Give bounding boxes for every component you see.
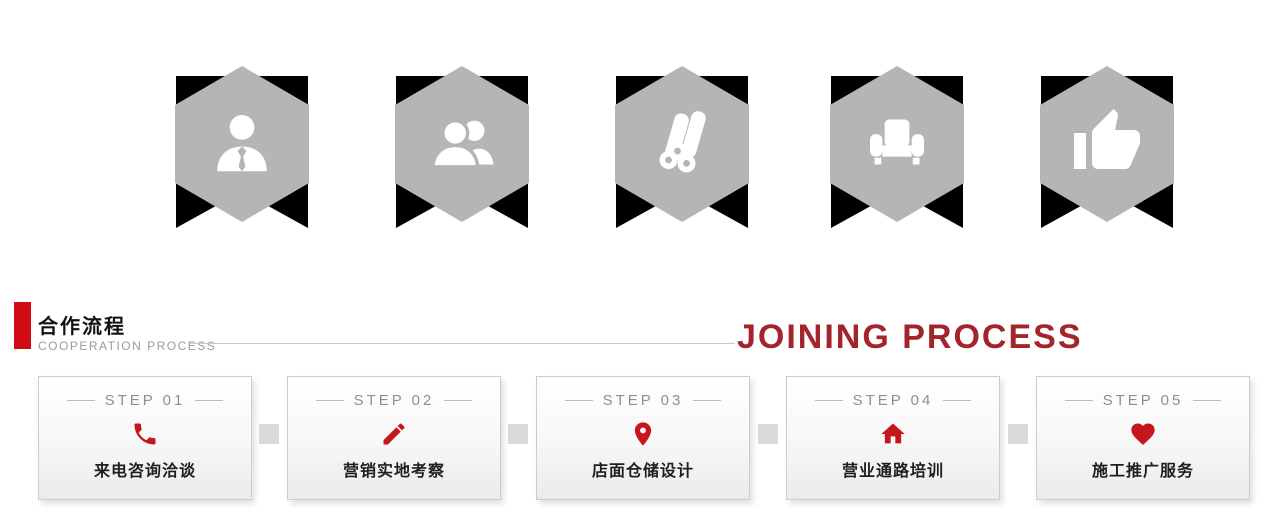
location-pin-icon [629, 420, 657, 448]
home-icon [879, 420, 907, 448]
section-right-title: JOINING PROCESS [737, 318, 1083, 356]
badge-armchair [827, 66, 967, 238]
badge-people [392, 66, 532, 238]
label-dash [943, 400, 972, 401]
step-card-3: STEP 03 店面仓储设计 [536, 376, 750, 500]
step-number: STEP 04 [852, 392, 934, 409]
pencil-icon [380, 420, 408, 448]
section-subtitle: COOPERATION PROCESS [38, 339, 217, 353]
step-text: 店面仓储设计 [591, 463, 694, 480]
wood-logs-icon [646, 106, 718, 183]
hexagon [395, 66, 529, 222]
step-number: STEP 03 [602, 392, 684, 409]
header-divider [190, 343, 735, 344]
businessman-icon [206, 106, 278, 183]
step-number: STEP 05 [1102, 392, 1184, 409]
hexagon [1040, 66, 1174, 222]
label-dash [315, 400, 344, 401]
thumbs-up-icon [1071, 106, 1143, 183]
armchair-icon [861, 106, 933, 183]
label-dash [814, 400, 843, 401]
step-text: 营销实地考察 [342, 463, 445, 480]
step-connector [508, 424, 528, 444]
badge-thumbs-up [1037, 66, 1177, 238]
step-label: STEP 05 [1064, 392, 1222, 409]
label-dash [195, 400, 224, 401]
header-accent-bar [14, 302, 31, 349]
step-card-1: STEP 01 来电咨询洽谈 [38, 376, 252, 500]
step-text: 施工推广服务 [1091, 463, 1194, 480]
heart-icon [1129, 420, 1157, 448]
step-number: STEP 01 [104, 392, 186, 409]
section-title: 合作流程 [38, 316, 126, 338]
label-dash [564, 400, 593, 401]
step-connector [758, 424, 778, 444]
step-label: STEP 04 [814, 392, 972, 409]
step-card-4: STEP 04 营业通路培训 [786, 376, 1000, 500]
step-label: STEP 01 [66, 392, 224, 409]
step-text: 来电咨询洽谈 [93, 463, 196, 480]
label-dash [1064, 400, 1093, 401]
badge-businessman [172, 66, 312, 238]
step-text: 营业通路培训 [841, 463, 944, 480]
people-group-icon [426, 106, 498, 183]
phone-icon [131, 420, 159, 448]
label-dash [66, 400, 95, 401]
step-number: STEP 02 [353, 392, 435, 409]
step-connector [259, 424, 279, 444]
step-label: STEP 02 [315, 392, 473, 409]
label-dash [1193, 400, 1222, 401]
step-connector [1008, 424, 1028, 444]
step-card-2: STEP 02 营销实地考察 [287, 376, 501, 500]
label-dash [693, 400, 722, 401]
label-dash [444, 400, 473, 401]
step-label: STEP 03 [564, 392, 722, 409]
step-card-5: STEP 05 施工推广服务 [1036, 376, 1250, 500]
badge-wood [612, 66, 752, 238]
